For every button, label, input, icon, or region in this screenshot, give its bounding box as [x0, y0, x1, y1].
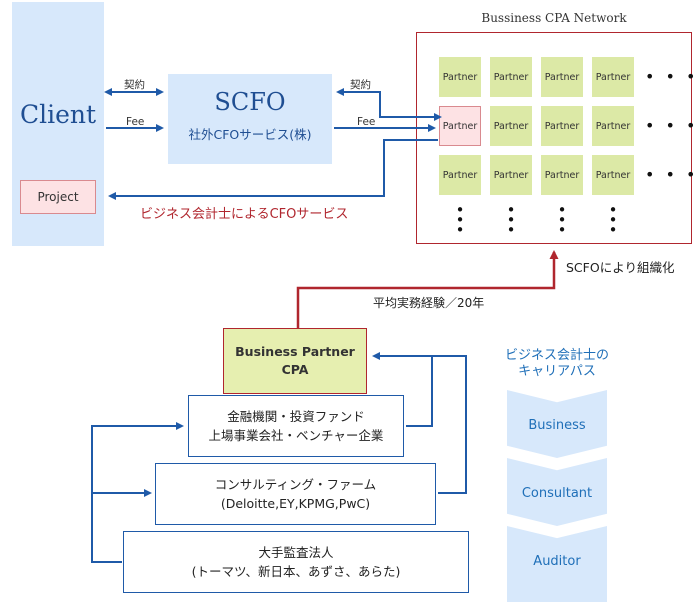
scfo-subtitle: 社外CFOサービス(株): [188, 127, 312, 142]
audit-line1: 大手監査法人: [258, 545, 334, 560]
partner-cell: Partner: [541, 155, 583, 195]
partner-cell: Partner: [439, 57, 481, 97]
partner-cell-highlighted: Partner: [439, 106, 481, 146]
column-ellipsis: •••: [506, 201, 516, 239]
business-partner-line2: CPA: [281, 362, 309, 377]
audit-line2: (トーマツ、新日本、あずさ、あらた): [191, 564, 401, 579]
business-partner-cpa-box: Business Partner CPA: [223, 328, 367, 394]
column-ellipsis: •••: [608, 201, 618, 239]
scfo-box: [168, 74, 332, 164]
contract-arrow-right: [336, 88, 442, 121]
consulting-line2: (Deloitte,EY,KPMG,PwC): [220, 496, 371, 511]
consulting-line1: コンサルティング・ファーム: [214, 477, 377, 492]
partner-cell: Partner: [490, 106, 532, 146]
scfo-title: SCFO: [214, 88, 286, 116]
column-ellipsis: •••: [557, 201, 567, 239]
row-ellipsis: • • •: [645, 116, 699, 135]
service-label: ビジネス会計士によるCFOサービス: [140, 207, 349, 222]
client-label: Client: [19, 100, 97, 129]
career-step-consultant-label: Consultant: [521, 486, 593, 501]
finance-line1: 金融機関・投資ファンド: [227, 409, 365, 424]
career-step-business-label: Business: [528, 418, 586, 433]
partner-cell: Partner: [592, 155, 634, 195]
career-step-auditor: [507, 526, 607, 602]
partner-cell: Partner: [490, 155, 532, 195]
career-path-title: ビジネス会計士の キャリアパス: [482, 348, 632, 380]
row-ellipsis: • • •: [645, 67, 699, 86]
partner-cell: Partner: [541, 106, 583, 146]
partner-cell: Partner: [541, 57, 583, 97]
organized-arrow: [296, 250, 559, 328]
service-arrow: [108, 139, 438, 200]
partner-cell: Partner: [592, 106, 634, 146]
row-ellipsis: • • •: [645, 165, 699, 184]
organized-label: SCFOにより組織化: [566, 260, 675, 275]
consulting-box: コンサルティング・ファーム (Deloitte,EY,KPMG,PwC): [155, 463, 436, 525]
partner-cell: Partner: [490, 57, 532, 97]
finance-box: 金融機関・投資ファンド 上場事業会社・ベンチャー企業: [188, 395, 404, 457]
project-box: Project: [20, 180, 96, 214]
fee-label-left: Fee: [126, 116, 145, 128]
business-partner-line1: Business Partner: [235, 344, 355, 359]
partner-cell: Partner: [592, 57, 634, 97]
career-title-line2: キャリアパス: [518, 364, 596, 379]
network-title: Bussiness CPA Network: [481, 11, 627, 25]
experience-label: 平均実務経験／20年: [373, 296, 485, 310]
career-step-auditor-label: Auditor: [533, 554, 581, 569]
career-loop-finance: [372, 352, 433, 427]
column-ellipsis: •••: [455, 201, 465, 239]
career-title-line1: ビジネス会計士の: [504, 348, 609, 363]
finance-line2: 上場事業会社・ベンチャー企業: [208, 428, 384, 443]
career-loop-consulting: [432, 355, 467, 494]
audit-box: 大手監査法人 (トーマツ、新日本、あずさ、あらた): [123, 531, 469, 593]
partner-cell: Partner: [439, 155, 481, 195]
